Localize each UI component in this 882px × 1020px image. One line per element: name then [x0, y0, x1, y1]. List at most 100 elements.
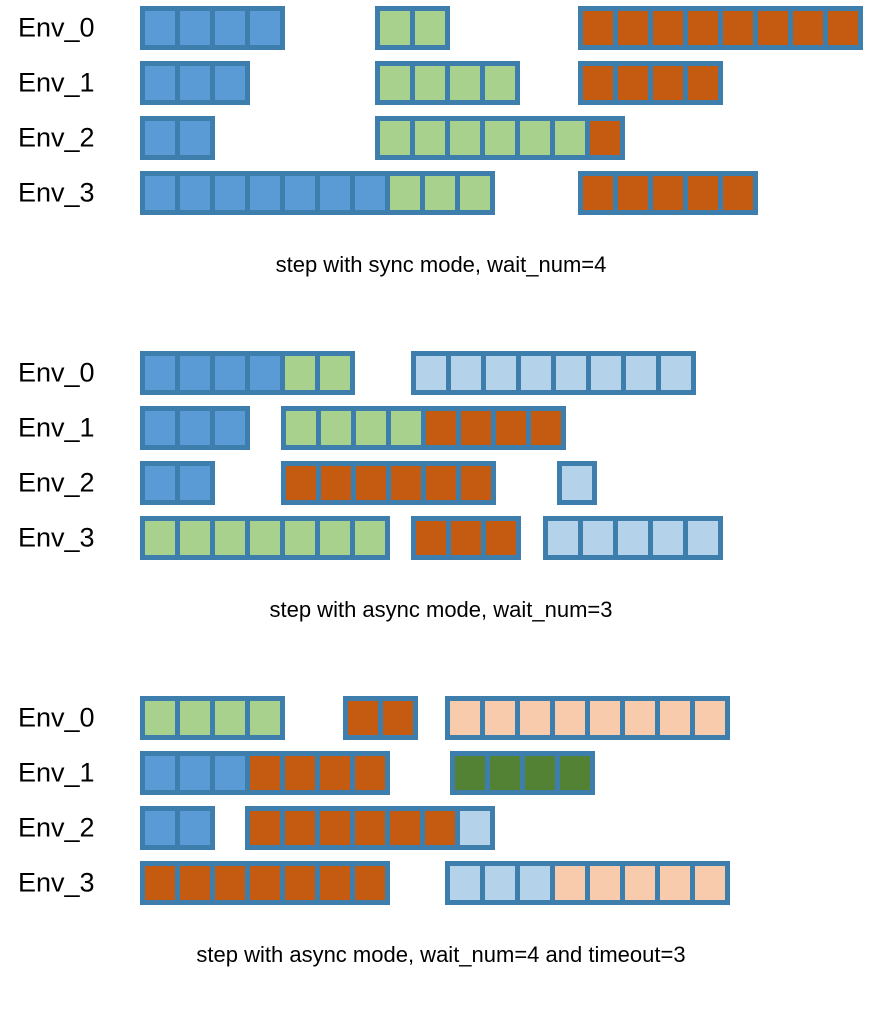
timeline-block: [140, 170, 495, 215]
timeline-cell-blue: [215, 175, 245, 210]
timeline-cell-blue: [180, 10, 210, 45]
timeline-cell-green: [380, 65, 410, 100]
timeline-cell-peach: [695, 700, 725, 735]
timeline-cell-orange: [688, 65, 718, 100]
timeline-block: [245, 805, 495, 850]
timeline-cell-light-blue: [626, 355, 656, 390]
timeline-block: [140, 860, 390, 905]
timeline-block: [543, 515, 723, 560]
timeline-cell-orange: [531, 410, 561, 445]
timeline-cell-orange: [356, 465, 386, 500]
timeline-cell-peach: [555, 865, 585, 900]
timeline-cell-peach: [625, 700, 655, 735]
env-label: Env_1: [18, 67, 95, 97]
timeline-cell-orange: [653, 10, 683, 45]
timeline-cell-blue: [145, 65, 175, 100]
timeline-cell-green: [250, 520, 280, 555]
env-label: Env_3: [18, 522, 95, 552]
timeline-cell-orange: [590, 120, 620, 155]
timeline-cell-light-blue: [451, 355, 481, 390]
timeline-block: [445, 860, 730, 905]
timeline-cell-orange: [355, 755, 385, 790]
timeline-row: Env_1: [0, 745, 882, 800]
timeline-cell-orange: [723, 10, 753, 45]
timeline-cell-green: [450, 65, 480, 100]
timeline-cell-peach: [450, 700, 480, 735]
timeline-cell-light-blue: [562, 465, 592, 500]
timeline-cell-blue: [180, 120, 210, 155]
timeline-cell-blue: [215, 755, 245, 790]
timeline-cell-green: [356, 410, 386, 445]
timeline-cell-peach: [590, 700, 620, 735]
timeline-cell-green: [425, 175, 455, 210]
timeline-cell-orange: [496, 410, 526, 445]
timeline-cell-dark-green: [525, 755, 555, 790]
timeline-row: Env_3: [0, 510, 882, 565]
timeline-cell-peach: [520, 700, 550, 735]
timeline-cell-orange: [461, 465, 491, 500]
timeline-block: [281, 460, 496, 505]
timeline-row: Env_3: [0, 855, 882, 910]
env-label: Env_1: [18, 412, 95, 442]
timeline-cell-orange: [250, 755, 280, 790]
env-label: Env_0: [18, 357, 95, 387]
timeline-block: [578, 170, 758, 215]
timeline-block: [140, 515, 390, 560]
timeline-cell-green: [320, 520, 350, 555]
timeline-cell-green: [485, 120, 515, 155]
timeline-block: [375, 115, 625, 160]
timeline-row: Env_3: [0, 165, 882, 220]
timeline-cell-green: [250, 700, 280, 735]
timeline-cell-orange: [145, 865, 175, 900]
timeline-cell-blue: [145, 10, 175, 45]
timeline-cell-orange: [618, 10, 648, 45]
timeline-block: [140, 695, 285, 740]
timeline-row: Env_1: [0, 400, 882, 455]
timeline-cell-orange: [828, 10, 858, 45]
timeline-cell-blue: [145, 175, 175, 210]
timeline-block: [411, 515, 521, 560]
timeline-cell-orange: [285, 865, 315, 900]
timeline-cell-orange: [688, 10, 718, 45]
timeline-cell-green: [380, 10, 410, 45]
timeline-cell-blue: [180, 410, 210, 445]
timeline-cell-peach: [555, 700, 585, 735]
timeline-cell-green: [215, 700, 245, 735]
env-label: Env_3: [18, 867, 95, 897]
timeline-cell-orange: [348, 700, 378, 735]
timeline-block: [445, 695, 730, 740]
timeline-row: Env_2: [0, 110, 882, 165]
env-label: Env_0: [18, 12, 95, 42]
timeline-block: [140, 350, 355, 395]
timeline-cell-orange: [390, 810, 420, 845]
timeline-cell-green: [390, 175, 420, 210]
timeline-cell-green: [180, 520, 210, 555]
timeline-cell-blue: [320, 175, 350, 210]
timeline-cell-peach: [485, 700, 515, 735]
timeline-cell-orange: [486, 520, 516, 555]
timeline-cell-green: [555, 120, 585, 155]
timeline-cell-green: [355, 520, 385, 555]
timeline-cell-light-blue: [416, 355, 446, 390]
timeline-row: Env_1: [0, 55, 882, 110]
timeline-cell-blue: [180, 810, 210, 845]
timeline-cell-green: [380, 120, 410, 155]
timeline-block: [578, 60, 723, 105]
timeline-cell-green: [320, 355, 350, 390]
timeline-cell-orange: [758, 10, 788, 45]
timeline-cell-blue: [180, 65, 210, 100]
env-label: Env_1: [18, 757, 95, 787]
timeline-cell-blue: [180, 755, 210, 790]
timeline-cell-blue: [215, 355, 245, 390]
timeline-block: [578, 5, 863, 50]
timeline-cell-blue: [145, 810, 175, 845]
timeline-cell-green: [285, 355, 315, 390]
timeline-cell-light-blue: [688, 520, 718, 555]
timeline-cell-peach: [625, 865, 655, 900]
timeline-cell-green: [460, 175, 490, 210]
timeline-cell-green: [450, 120, 480, 155]
timeline-cell-green: [415, 120, 445, 155]
timeline-cell-light-blue: [653, 520, 683, 555]
